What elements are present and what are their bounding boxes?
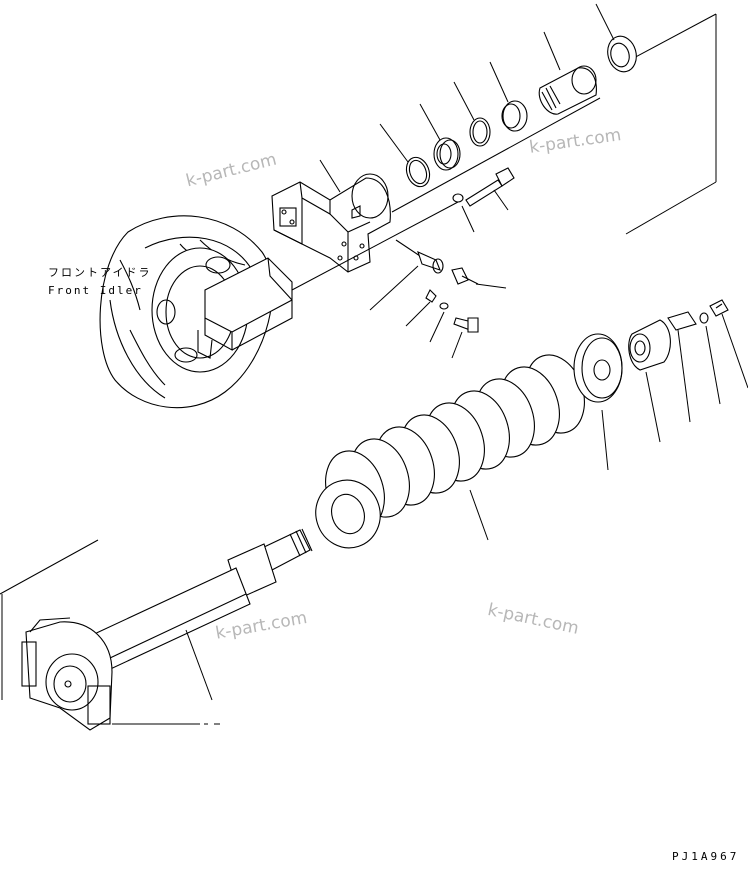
small-washer <box>439 302 449 310</box>
part-label-japanese: フロントアイドラ <box>48 266 152 279</box>
seal-cover <box>607 35 637 73</box>
o-ring <box>469 117 491 147</box>
bushing <box>501 100 528 132</box>
spring-bolt <box>709 299 729 317</box>
front-idler-wheel <box>99 215 293 409</box>
washer <box>452 193 464 203</box>
grease-valve <box>395 239 444 274</box>
seal-ring <box>433 137 461 171</box>
part-label-english: Front Idler <box>48 284 143 297</box>
lock-plate-2 <box>667 311 697 331</box>
drawing-code: PJ1A967 <box>672 850 740 863</box>
spring-nut <box>628 319 671 371</box>
idler-bracket <box>271 173 391 273</box>
snap-ring <box>405 156 431 188</box>
shaft-collar <box>538 65 597 115</box>
spring-seat <box>573 333 623 403</box>
spring-washer <box>699 312 709 324</box>
recoil-cylinder <box>21 528 313 731</box>
bolt-long <box>465 167 515 207</box>
bolt-short <box>453 317 479 333</box>
lock-plate <box>425 289 437 303</box>
recoil-spring <box>315 354 585 549</box>
grease-fitting <box>451 267 479 285</box>
